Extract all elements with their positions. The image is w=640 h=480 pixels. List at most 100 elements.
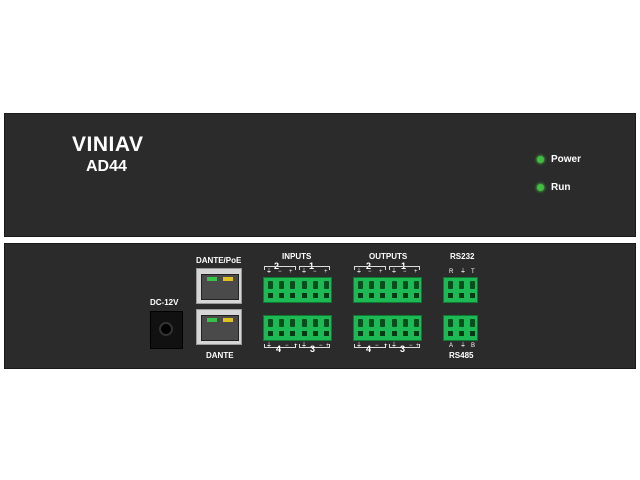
front-panel [4, 113, 636, 237]
terminal-screw-icon [413, 319, 419, 327]
input-channel-4-label: 4 [276, 344, 282, 354]
rs485-label: RS485 [449, 351, 474, 360]
power-led-icon [537, 156, 544, 163]
brand-logo: VINIAV [72, 133, 144, 156]
terminal-screw-icon [459, 281, 464, 289]
terminal-screw-icon [470, 281, 475, 289]
output-terminal-block-bottom[interactable] [353, 315, 422, 341]
terminal-screw-icon [358, 281, 364, 289]
terminal-screw-icon [268, 281, 274, 289]
input-channel-3-label: 3 [310, 344, 316, 354]
terminal-screw-icon [279, 319, 285, 327]
terminal-hole-icon [290, 293, 296, 298]
pin-label: − [368, 269, 372, 275]
pin-label: ⏚ [301, 269, 308, 275]
terminal-hole-icon [413, 331, 419, 336]
output-terminal-block-top[interactable] [353, 277, 422, 303]
pin-label: ⏚ [356, 343, 363, 349]
pin-label: ⏚ [356, 269, 363, 275]
pin-label: + [326, 343, 330, 349]
terminal-hole-icon [268, 293, 274, 298]
pin-label: − [313, 269, 317, 275]
terminal-hole-icon [391, 293, 397, 298]
run-led-icon [537, 184, 544, 191]
terminal-hole-icon [312, 331, 318, 336]
dante-port [196, 309, 242, 345]
pin-label: − [278, 269, 282, 275]
input-terminal-block-top[interactable] [263, 277, 332, 303]
terminal-screw-icon [470, 319, 475, 327]
terminal-screw-icon [268, 319, 274, 327]
terminal-hole-icon [358, 331, 364, 336]
rs232-terminal-block[interactable] [443, 277, 478, 303]
dante-poe-label: DANTE/PoE [196, 256, 242, 265]
rear-panel [4, 243, 636, 369]
pin-label: ⏚ [460, 343, 467, 349]
inputs-label: INPUTS [282, 252, 312, 261]
terminal-hole-icon [323, 331, 329, 336]
pin-label: + [379, 269, 383, 275]
terminal-hole-icon [358, 293, 364, 298]
terminal-screw-icon [358, 319, 364, 327]
pin-label: R [449, 269, 454, 275]
terminal-hole-icon [402, 293, 408, 298]
terminal-hole-icon [391, 331, 397, 336]
terminal-hole-icon [312, 293, 318, 298]
pin-label: + [384, 343, 388, 349]
terminal-screw-icon [380, 281, 386, 289]
terminal-screw-icon [323, 319, 329, 327]
terminal-hole-icon [268, 331, 274, 336]
power-led-label: Power [551, 154, 582, 165]
pin-label: T [471, 269, 475, 275]
pin-label: + [294, 343, 298, 349]
terminal-hole-icon [448, 293, 453, 298]
terminal-hole-icon [380, 331, 386, 336]
terminal-screw-icon [459, 319, 464, 327]
terminal-screw-icon [312, 319, 318, 327]
rs232-label: RS232 [450, 252, 475, 261]
terminal-screw-icon [380, 319, 386, 327]
terminal-screw-icon [279, 281, 285, 289]
terminal-hole-icon [301, 293, 307, 298]
dante-poe-port [196, 268, 242, 304]
pin-label: − [319, 343, 323, 349]
pin-label: ⏚ [460, 269, 467, 275]
rs485-terminal-block[interactable] [443, 315, 478, 341]
terminal-screw-icon [402, 281, 408, 289]
pin-label: ⏚ [391, 343, 398, 349]
terminal-hole-icon [413, 293, 419, 298]
terminal-hole-icon [459, 331, 464, 336]
terminal-screw-icon [301, 281, 307, 289]
run-led-label: Run [551, 182, 571, 193]
terminal-screw-icon [290, 281, 296, 289]
terminal-screw-icon [369, 319, 375, 327]
terminal-hole-icon [448, 331, 453, 336]
terminal-hole-icon [301, 331, 307, 336]
terminal-hole-icon [279, 293, 285, 298]
terminal-screw-icon [448, 281, 453, 289]
terminal-screw-icon [301, 319, 307, 327]
terminal-hole-icon [369, 293, 375, 298]
pin-label: ⏚ [301, 343, 308, 349]
terminal-screw-icon [369, 281, 375, 289]
input-terminal-block-bottom[interactable] [263, 315, 332, 341]
terminal-hole-icon [380, 293, 386, 298]
terminal-screw-icon [290, 319, 296, 327]
terminal-screw-icon [323, 281, 329, 289]
terminal-hole-icon [459, 293, 464, 298]
terminal-screw-icon [448, 319, 453, 327]
pin-label: + [416, 343, 420, 349]
terminal-hole-icon [279, 331, 285, 336]
pin-label: − [409, 343, 413, 349]
ethernet-port-icon [201, 315, 239, 341]
terminal-hole-icon [402, 331, 408, 336]
output-channel-4-label: 4 [366, 344, 372, 354]
pin-label: ⏚ [266, 269, 273, 275]
pin-label: B [471, 343, 476, 349]
pin-label: + [324, 269, 328, 275]
pin-label: ⏚ [266, 343, 273, 349]
terminal-screw-icon [413, 281, 419, 289]
dc-jack-hole-icon [159, 322, 173, 336]
pin-label: A [449, 343, 454, 349]
terminal-hole-icon [470, 293, 475, 298]
